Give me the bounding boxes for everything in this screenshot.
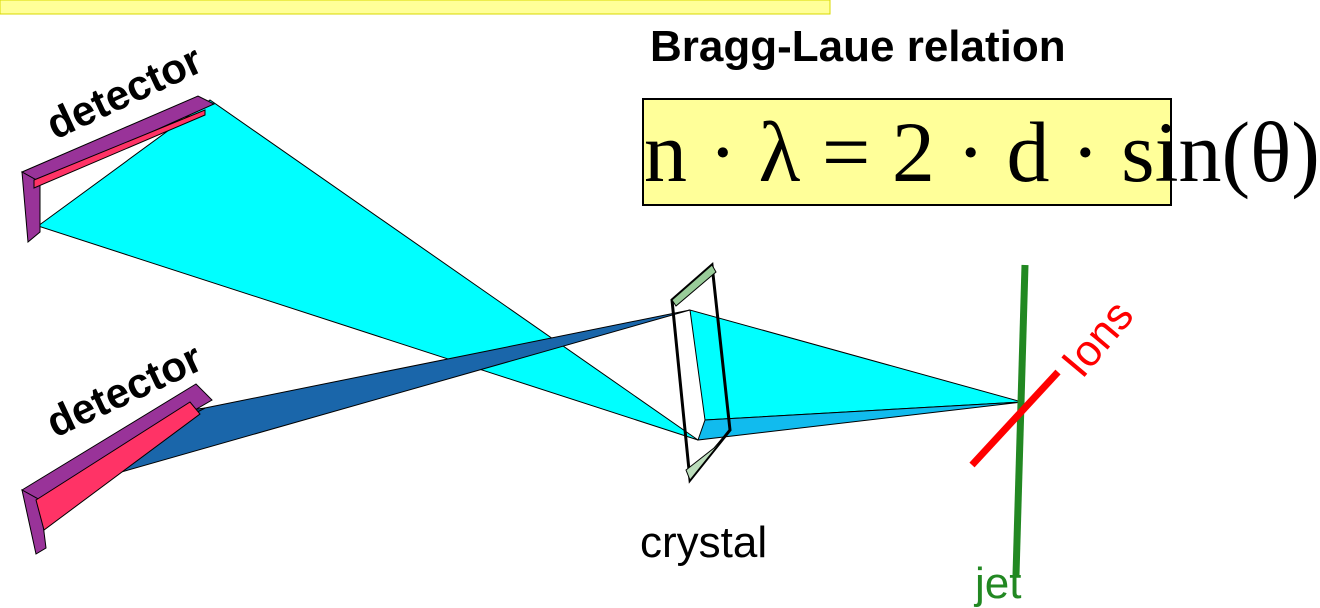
lower-detector-face (35, 401, 201, 531)
crystal-edge-bottom (685, 429, 731, 481)
incident-beam-upper (689, 309, 1023, 421)
formula-box: n · λ = 2 · d · sin(θ) (642, 98, 1320, 206)
diagram-title: Bragg-Laue relation (650, 22, 1066, 71)
upper-detector-face (33, 109, 206, 189)
crystal-label: crystal (640, 518, 767, 567)
jet-line (1012, 264, 1029, 576)
jet-label: jet (973, 559, 1021, 608)
ions-label: Ions (1052, 291, 1143, 386)
crystal-edge-top (671, 264, 717, 307)
incident-beam-lower (697, 401, 1023, 441)
bragg-formula: n · λ = 2 · d · sin(θ) (644, 104, 1320, 200)
upper-detector-side (21, 171, 41, 243)
top-banner (0, 0, 831, 15)
diagram-canvas: detector detector Ions crystal jet (0, 0, 1143, 608)
ions-line (969, 369, 1061, 468)
